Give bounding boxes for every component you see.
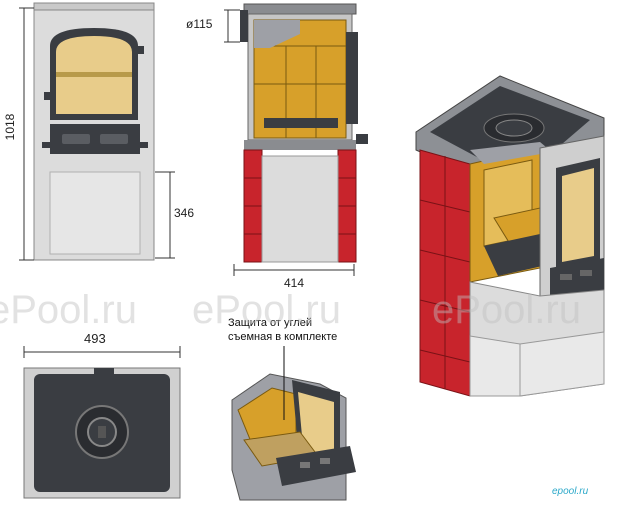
- watermark-1: ePool.ru: [0, 288, 137, 332]
- depth-dim-label: 414: [284, 276, 305, 290]
- brand-logo: epool.ru: [552, 486, 589, 497]
- front-view-body: [33, 2, 155, 261]
- watermark-3: ePool.ru: [432, 288, 581, 332]
- ember-guard-note-line1: Защита от углей: [228, 317, 312, 329]
- cutaway-body: [415, 75, 605, 397]
- width-dim-label: 493: [84, 331, 106, 346]
- side-body: [240, 3, 368, 263]
- ember-guard-note: Защита от углей съемная в комплекте: [228, 316, 337, 344]
- ember-guard-note-line2: съемная в комплекте: [228, 331, 338, 343]
- chimney-dim-label: ø115: [186, 17, 213, 31]
- lower-dim-label: 346: [174, 206, 195, 220]
- watermark-2: ePool.ru: [192, 288, 341, 332]
